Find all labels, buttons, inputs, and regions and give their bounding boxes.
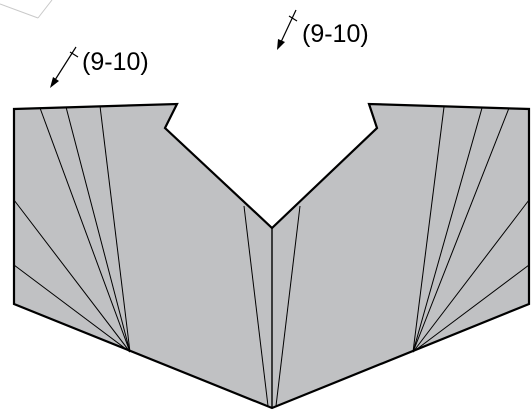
previous-step-corner: [0, 0, 53, 19]
right-fan-creases: [412, 106, 530, 353]
fold-step-label-left: (9-10): [82, 48, 149, 76]
valley-fold-arrow-icon: [277, 9, 298, 50]
fold-step-label-right: (9-10): [302, 20, 369, 48]
left-fan-creases: [13, 105, 131, 353]
valley-fold-arrow-icon: [50, 46, 79, 88]
center-creases: [243, 205, 301, 408]
fold-annotation-left: (9-10): [50, 46, 149, 88]
fold-annotation-right: (9-10): [277, 9, 369, 50]
folded-paper-model: [12, 102, 531, 410]
